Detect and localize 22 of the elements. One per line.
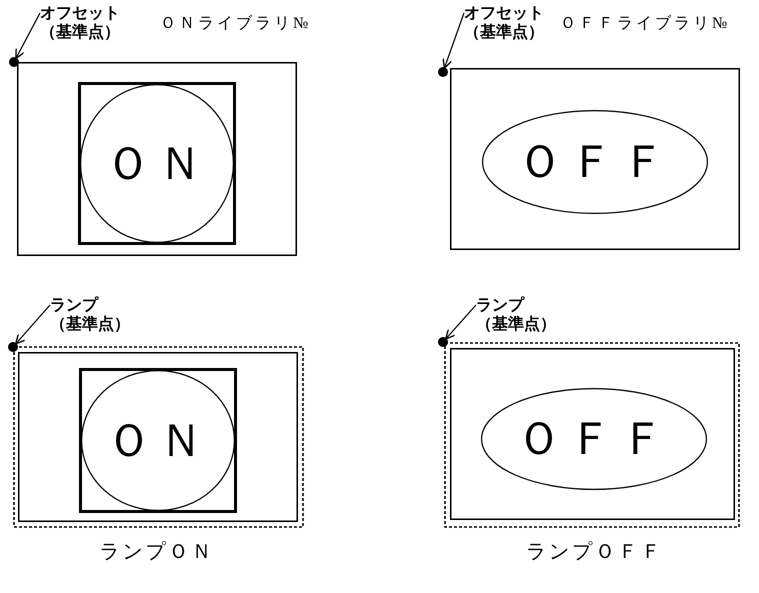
reference-point-label: ランプ（基準点） xyxy=(476,296,556,334)
leader-arrow xyxy=(445,304,476,340)
panel-label: ランプＯＮ xyxy=(100,542,214,562)
leader-arrow xyxy=(15,12,41,60)
leader-arrow xyxy=(442,12,465,69)
reference-point-dot xyxy=(9,57,19,67)
reference-point-label: ランプ（基準点） xyxy=(50,296,130,334)
panel-label: ＯＦＦライブラリ№ xyxy=(560,14,730,34)
leader-arrow xyxy=(15,304,50,345)
circle-shape: ＯＮ xyxy=(81,370,235,511)
reference-point-label: オフセット（基準点） xyxy=(40,4,120,42)
panel-label: ランプＯＦＦ xyxy=(526,542,664,562)
ellipse-shape: ＯＦＦ xyxy=(482,110,708,214)
ellipse-shape: ＯＦＦ xyxy=(481,388,707,490)
reference-point-dot xyxy=(438,67,448,77)
reference-point-label: オフセット（基準点） xyxy=(464,4,544,42)
reference-point-dot xyxy=(438,337,448,347)
panel-label: ＯＮライブラリ№ xyxy=(160,14,312,34)
frame-rectangle xyxy=(17,62,297,256)
circle-shape: ＯＮ xyxy=(80,84,234,243)
reference-point-dot xyxy=(8,342,18,352)
frame-rectangle xyxy=(450,68,740,250)
